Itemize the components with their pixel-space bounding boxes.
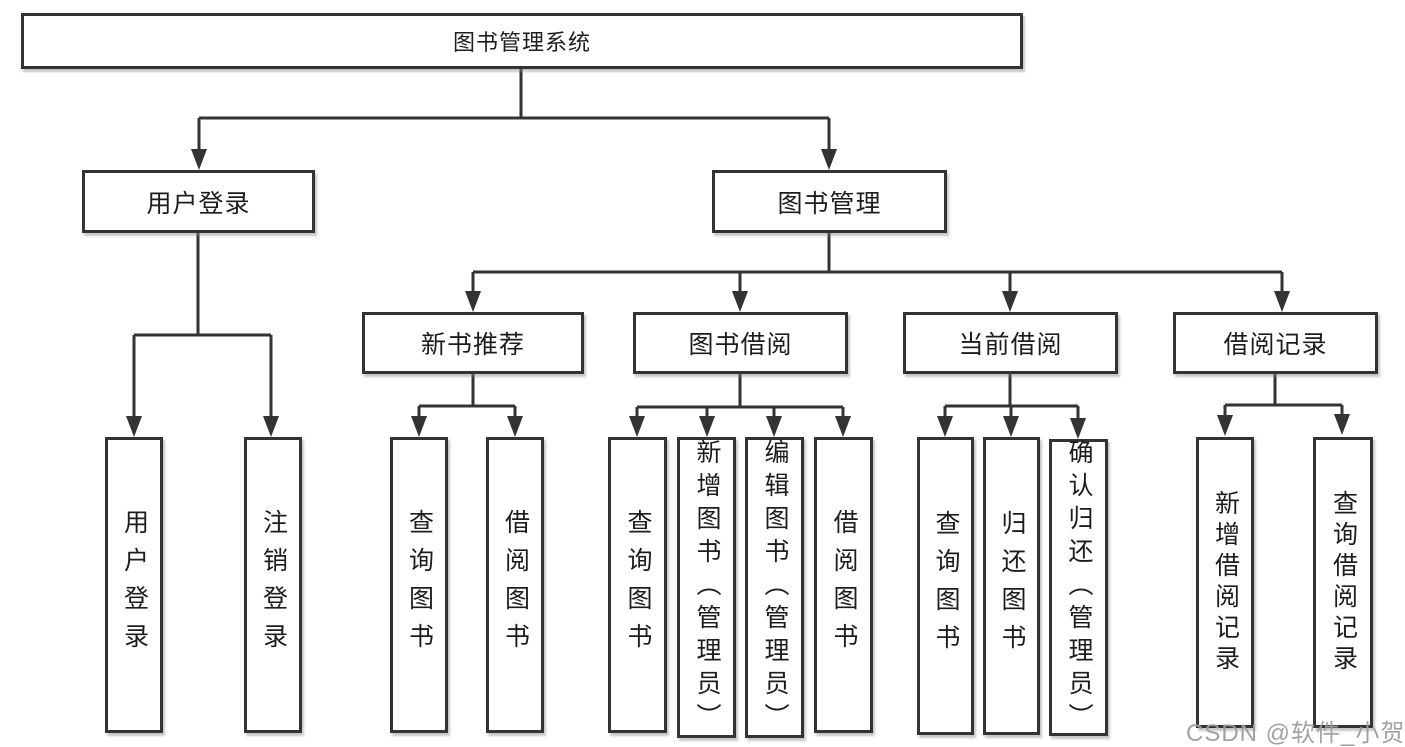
node-book-borrowing: 图书借阅 bbox=[633, 312, 848, 374]
connector-new-book-recommendation-children bbox=[411, 374, 523, 437]
arrowhead-icon bbox=[465, 291, 481, 312]
arrowhead-icon bbox=[507, 416, 523, 437]
leaf-query-book-borrowing: 查询图书 bbox=[608, 437, 667, 733]
leaf-borrow-book: 借阅图书 bbox=[814, 437, 873, 733]
arrowhead-icon bbox=[1274, 291, 1290, 312]
leaf-query-borrow-record: 查询借阅记录 bbox=[1313, 437, 1373, 728]
connector-root-to-level2 bbox=[191, 69, 837, 170]
leaf-label: 新增图书（管理员） bbox=[693, 439, 721, 736]
leaf-add-book-admin: 新增图书（管理员） bbox=[677, 437, 736, 738]
connector-current-borrowing-children bbox=[937, 374, 1086, 439]
arrowhead-icon bbox=[821, 149, 837, 170]
leaf-label: 查询图书 bbox=[932, 510, 960, 662]
leaf-label: 查询图书 bbox=[405, 509, 434, 661]
arrowhead-icon bbox=[1002, 291, 1018, 312]
leaf-label: 查询图书 bbox=[624, 509, 652, 661]
leaf-query-book-current: 查询图书 bbox=[917, 437, 974, 735]
arrowhead-icon bbox=[411, 416, 427, 437]
node-book-management: 图书管理 bbox=[712, 170, 947, 233]
arrowhead-icon bbox=[629, 416, 645, 437]
leaf-label: 用户登录 bbox=[120, 509, 149, 661]
leaf-label: 编辑图书（管理员） bbox=[761, 439, 789, 736]
leaf-borrow-book-recommend: 借阅图书 bbox=[486, 437, 544, 733]
leaf-label: 新增借阅记录 bbox=[1211, 489, 1240, 676]
arrowhead-icon bbox=[1070, 418, 1086, 439]
arrowhead-icon bbox=[263, 416, 279, 437]
connector-user-login-children bbox=[126, 233, 279, 437]
arrowhead-icon bbox=[835, 416, 851, 437]
node-user-login: 用户登录 bbox=[82, 170, 315, 233]
leaf-label: 注销登录 bbox=[259, 509, 288, 661]
connector-borrowing-records-children bbox=[1217, 374, 1350, 436]
leaf-label: 确认归还（管理员） bbox=[1065, 439, 1093, 736]
leaf-edit-book-admin: 编辑图书（管理员） bbox=[745, 437, 804, 738]
arrowhead-icon bbox=[1217, 415, 1233, 436]
leaf-add-borrow-record: 新增借阅记录 bbox=[1196, 437, 1254, 728]
csdn-watermark: CSDN @软件_小贺同学 bbox=[1186, 720, 1405, 747]
node-library-system: 图书管理系统 bbox=[21, 13, 1023, 69]
connector-book-borrowing-children bbox=[629, 374, 851, 437]
leaf-label: 借阅图书 bbox=[501, 509, 530, 661]
arrowhead-icon bbox=[1334, 414, 1350, 435]
node-borrowing-records: 借阅记录 bbox=[1173, 312, 1378, 374]
leaf-logout: 注销登录 bbox=[244, 437, 302, 733]
arrowhead-icon bbox=[1003, 416, 1019, 437]
leaf-return-book: 归还图书 bbox=[983, 437, 1040, 735]
arrowhead-icon bbox=[937, 416, 953, 437]
leaf-label: 归还图书 bbox=[998, 510, 1026, 662]
connector-book-management-children bbox=[465, 233, 1290, 312]
arrowhead-icon bbox=[732, 291, 748, 312]
arrowhead-icon bbox=[699, 416, 715, 437]
leaf-label: 查询借阅记录 bbox=[1329, 489, 1358, 676]
arrowhead-icon bbox=[766, 416, 782, 437]
leaf-query-book-recommend: 查询图书 bbox=[390, 437, 448, 733]
node-current-borrowing: 当前借阅 bbox=[903, 312, 1118, 374]
arrowhead-icon bbox=[191, 149, 207, 170]
leaf-user-login: 用户登录 bbox=[105, 437, 163, 733]
leaf-confirm-return-admin: 确认归还（管理员） bbox=[1049, 439, 1108, 736]
arrowhead-icon bbox=[126, 416, 142, 437]
leaf-label: 借阅图书 bbox=[830, 509, 858, 661]
node-new-book-recommendation: 新书推荐 bbox=[362, 312, 584, 374]
